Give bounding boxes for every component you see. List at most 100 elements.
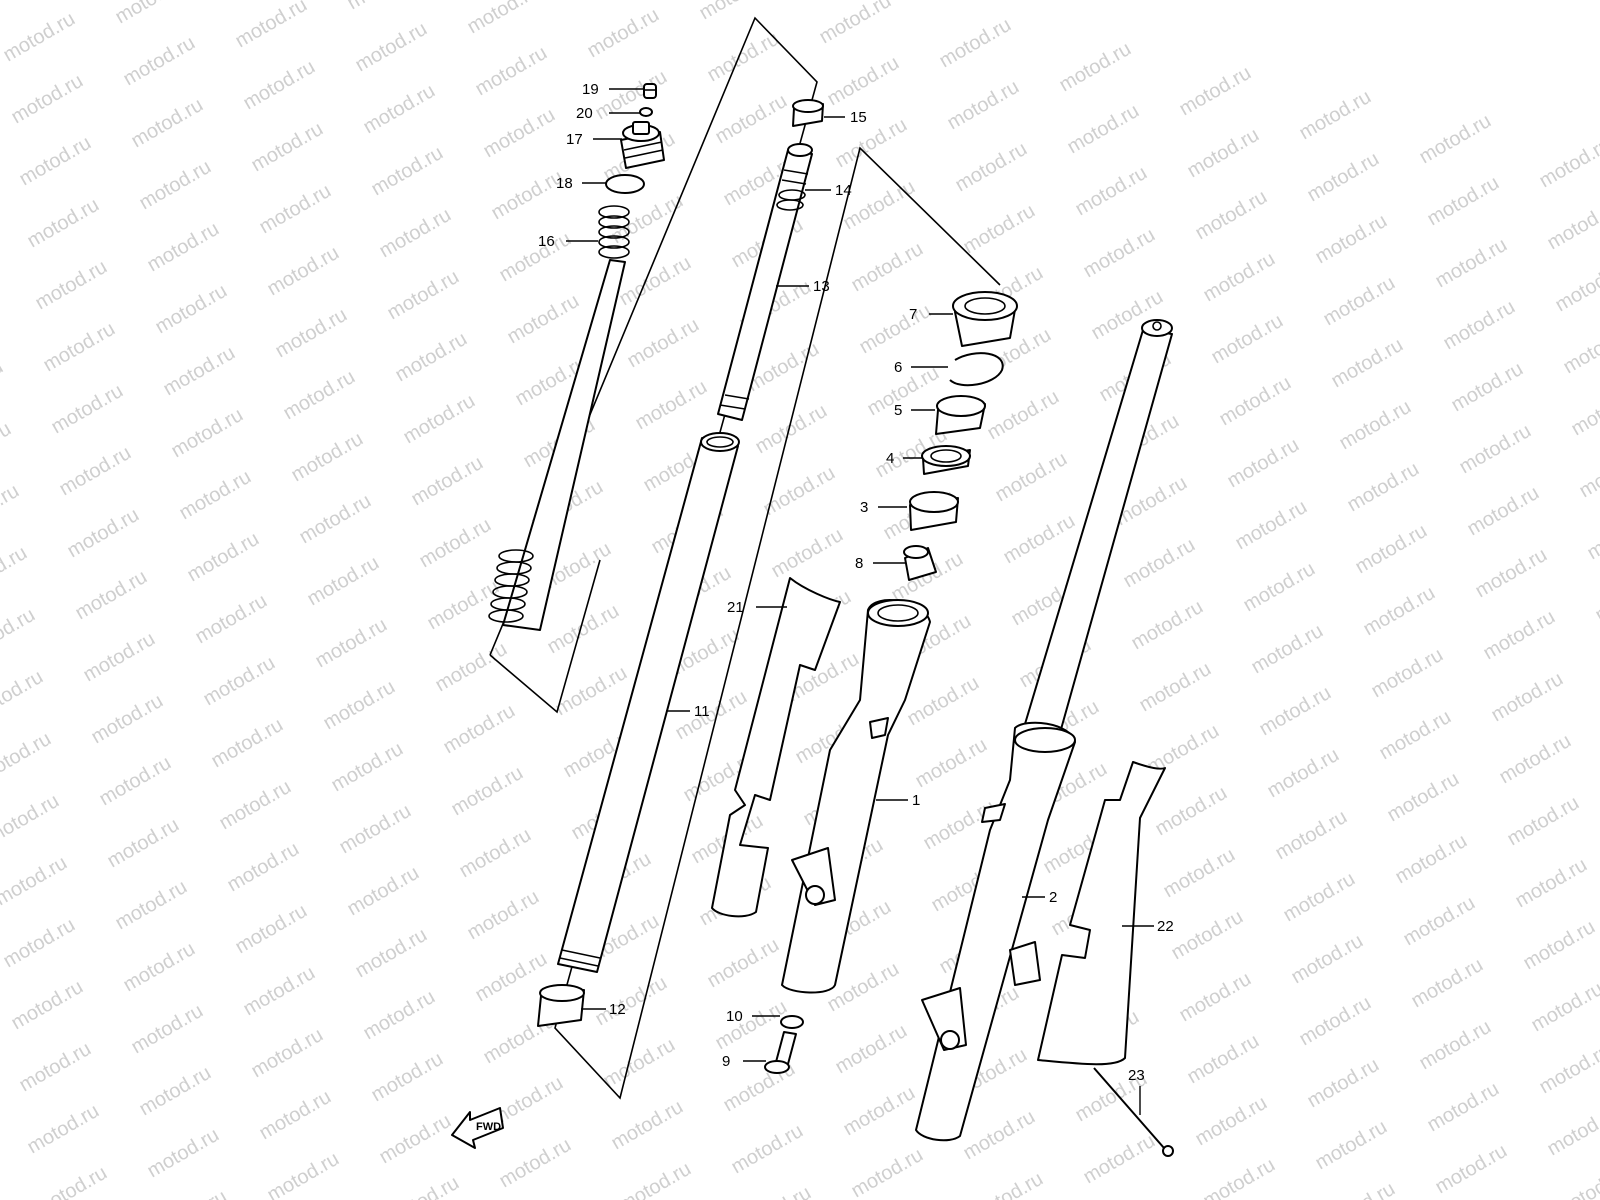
watermark-text: motod.ru xyxy=(384,266,463,325)
watermark-text: motod.ru xyxy=(376,1110,455,1169)
watermark-text: motod.ru xyxy=(360,986,439,1045)
watermark-text: motod.ru xyxy=(248,1024,327,1083)
watermark-text: motod.ru xyxy=(208,714,287,773)
guide-bushing-part[interactable] xyxy=(792,99,824,127)
watermark-text: motod.ru xyxy=(608,190,687,249)
watermark-text: motod.ru xyxy=(848,1144,927,1200)
watermark-text: motod.ru xyxy=(264,1148,343,1200)
watermark-text: motod.ru xyxy=(320,676,399,735)
watermark-text: motod.ru xyxy=(1320,272,1399,331)
watermark-text: motod.ru xyxy=(352,924,431,983)
watermark-text: motod.ru xyxy=(56,442,135,501)
watermark-text: motod.ru xyxy=(608,1096,687,1155)
watermark-text: motod.ru xyxy=(240,962,319,1021)
callout-1: 1 xyxy=(912,792,920,809)
inner-tube-part[interactable] xyxy=(557,432,740,973)
watermark-text: motod.ru xyxy=(192,590,271,649)
watermark-text: motod.ru xyxy=(1472,544,1551,603)
watermark-text: motod.ru xyxy=(816,0,895,48)
dust-boot-part[interactable] xyxy=(952,291,1018,347)
watermark-text: motod.ru xyxy=(1288,930,1367,989)
fwd-arrow-icon: FWD xyxy=(451,1107,504,1149)
watermark-text: motod.ru xyxy=(1352,520,1431,579)
watermark-text: motod.ru xyxy=(336,800,415,859)
damper-rod-part[interactable] xyxy=(717,143,813,421)
callout-19: 19 xyxy=(582,81,599,98)
watermark-text: motod.ru xyxy=(240,56,319,115)
outer-tube-left-part[interactable] xyxy=(781,599,931,994)
watermark-text: motod.ru xyxy=(152,280,231,339)
watermark-text: motod.ru xyxy=(1080,224,1159,283)
watermark-text: motod.ru xyxy=(832,114,911,173)
callout-3: 3 xyxy=(860,499,868,516)
bolt-part[interactable] xyxy=(764,1031,797,1074)
watermark-text: motod.ru xyxy=(32,1162,111,1200)
watermark-text: motod.ru xyxy=(1328,334,1407,393)
callout-11: 11 xyxy=(694,703,710,720)
watermark-text: motod.ru xyxy=(272,304,351,363)
watermark-text: motod.ru xyxy=(704,28,783,87)
watermark-text: motod.ru xyxy=(1240,558,1319,617)
watermark-text: motod.ru xyxy=(1320,1178,1399,1200)
watermark-text: motod.ru xyxy=(464,0,543,38)
callouts: 19 20 17 18 16 15 14 13 7 6 5 4 3 8 21 1… xyxy=(538,81,1174,1115)
watermark-text: motod.ru xyxy=(440,700,519,759)
watermark-text: motod.ru xyxy=(1304,148,1383,207)
dust-seal-part[interactable] xyxy=(909,491,959,531)
watermark-text: motod.ru xyxy=(0,728,55,787)
watermark-text: motod.ru xyxy=(1152,782,1231,841)
watermark-text: motod.ru xyxy=(496,228,575,287)
watermark-text: motod.ru xyxy=(752,400,831,459)
watermark-text: motod.ru xyxy=(1376,706,1455,765)
watermark-text: motod.ru xyxy=(232,900,311,959)
watermark-text: motod.ru xyxy=(1368,644,1447,703)
fork-cover-left-part[interactable] xyxy=(711,577,841,918)
valve-o-ring-part[interactable] xyxy=(639,107,653,117)
watermark-text: motod.ru xyxy=(1416,110,1495,169)
watermark-text: motod.ru xyxy=(992,448,1071,507)
watermark-text: motod.ru xyxy=(1336,396,1415,455)
gasket-part[interactable] xyxy=(780,1015,804,1029)
watermark-text: motod.ru xyxy=(88,690,167,749)
slide-bushing-part[interactable] xyxy=(537,984,585,1027)
callout-12: 12 xyxy=(609,1001,626,1018)
watermark-text: motod.ru xyxy=(1448,358,1527,417)
watermark-text: motod.ru xyxy=(584,4,663,63)
watermark-text: motod.ru xyxy=(1232,496,1311,555)
watermark-text: motod.ru xyxy=(16,132,95,191)
watermark-text: motod.ru xyxy=(760,462,839,521)
watermark-text: motod.ru xyxy=(32,256,111,315)
watermark-text: motod.ru xyxy=(856,300,935,359)
spacer-part[interactable] xyxy=(935,395,986,435)
callout-18: 18 xyxy=(556,175,573,192)
watermark-text: motod.ru xyxy=(832,1020,911,1079)
piston-ring-part[interactable] xyxy=(776,189,806,211)
watermark-text: motod.ru xyxy=(144,1124,223,1183)
fork-cover-right-part[interactable] xyxy=(1037,761,1166,1066)
watermark-text: motod.ru xyxy=(824,52,903,111)
callout-8: 8 xyxy=(855,555,863,572)
retaining-ring-part[interactable] xyxy=(949,352,1004,387)
watermark-text: motod.ru xyxy=(1192,1092,1271,1151)
watermark-text: motod.ru xyxy=(968,1168,1047,1200)
watermark-text: motod.ru xyxy=(984,386,1063,445)
o-ring-part[interactable] xyxy=(605,174,645,194)
watermark-text: motod.ru xyxy=(864,362,943,421)
cap-bolt-part[interactable] xyxy=(620,121,665,169)
oil-seal-part[interactable] xyxy=(921,445,971,475)
air-valve-part[interactable] xyxy=(643,83,657,99)
callout-16: 16 xyxy=(538,233,555,250)
watermark-text: motod.ru xyxy=(456,824,535,883)
cable-tie-part[interactable] xyxy=(1093,1067,1174,1157)
outer-tube-right-part[interactable] xyxy=(915,319,1173,1142)
watermark-text: motod.ru xyxy=(232,0,311,52)
oil-lock-piece-part[interactable] xyxy=(903,545,937,581)
watermark-text: motod.ru xyxy=(280,366,359,425)
watermark-text: motod.ru xyxy=(64,504,143,563)
watermark-text: motod.ru xyxy=(1416,1016,1495,1075)
watermark-text: motod.ru xyxy=(0,852,71,911)
watermark-text: motod.ru xyxy=(384,1172,463,1200)
fork-spring-part[interactable] xyxy=(488,205,630,631)
watermark-text: motod.ru xyxy=(120,32,199,91)
